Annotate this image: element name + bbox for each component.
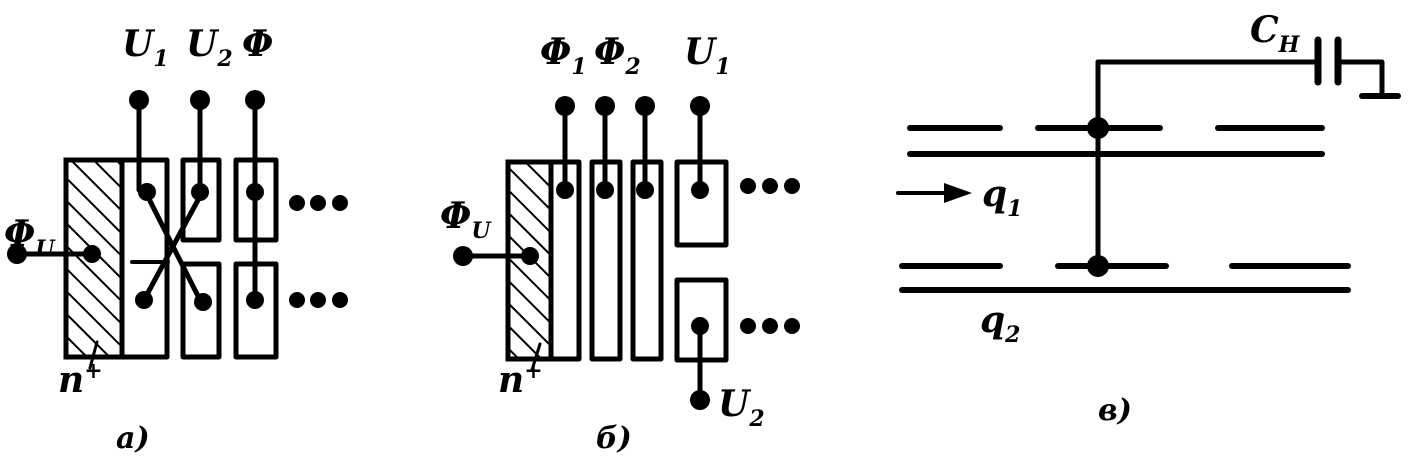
label-phi2-b: Φ2 [594,31,641,80]
panel-b: Φ1 Φ2 U1 ΦU U2 n+ б) [440,31,800,456]
label-n-plus-a: n+ [58,358,103,401]
label-q1-v: q1 [982,173,1022,222]
node-upper-v [1087,117,1109,139]
label-phi-u-b: ΦU [440,195,492,244]
panel-v: CН q1 q2 в) [896,9,1401,428]
terminal-input-b [453,246,473,266]
label-cn-v: CН [1250,9,1301,58]
panel-a: U1 U2 Φ ΦU n+ а) [4,23,348,456]
terminal-phi2-b [595,96,615,116]
label-u1-b: U1 [684,31,731,80]
label-phi-u-a: ΦU [4,213,56,262]
continuation-dots-a-lower [289,292,348,308]
terminal-u2-a [190,90,210,110]
charge-flow-arrow [944,183,972,203]
terminal-phi1-b [555,96,575,116]
label-q2-v: q2 [980,299,1020,348]
continuation-dots-b-upper [740,178,800,194]
node-lower-v [1087,255,1109,277]
terminal-input-a [7,244,27,264]
continuation-dots-b-lower [740,318,800,334]
gate-lower-u2-a [180,261,222,360]
caption-b: б) [596,421,632,456]
terminal-u1-b [690,96,710,116]
terminal-phi-a [245,90,265,110]
label-phi1-b: Φ1 [540,31,587,80]
terminal-u2-b [690,390,710,410]
label-u2-a: U2 [186,23,233,72]
label-n-plus-b: n+ [498,358,543,401]
caption-v: в) [1098,393,1132,428]
continuation-dots-a-upper [289,195,348,211]
terminal-3-b [635,96,655,116]
caption-a: а) [116,421,150,456]
label-u2-b: U2 [718,383,765,432]
label-u1-a: U1 [122,23,169,72]
terminal-u1-a [129,90,149,110]
label-phi-a: Φ [242,23,273,65]
